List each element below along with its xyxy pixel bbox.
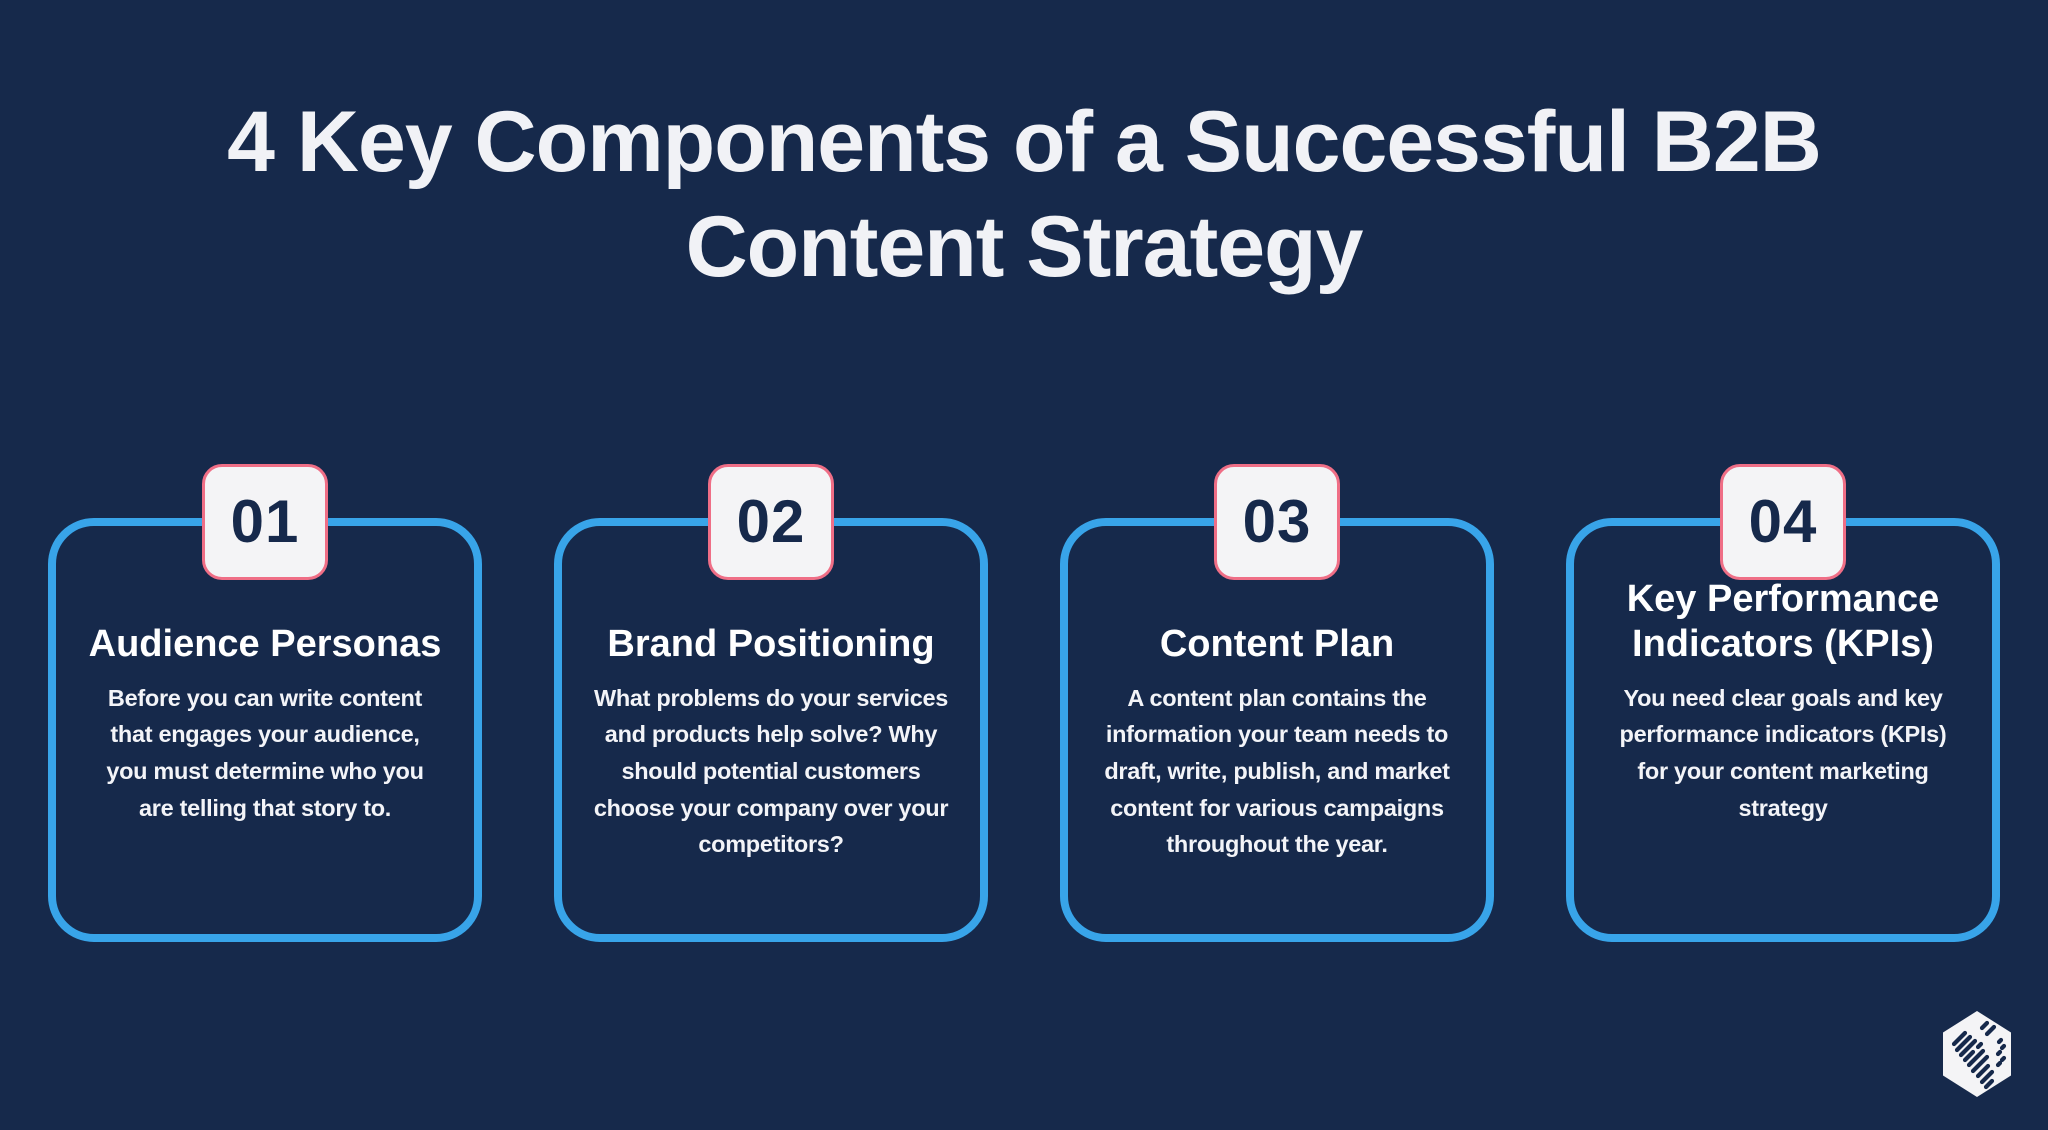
card-title: Audience Personas (88, 622, 442, 665)
card-title: Content Plan (1159, 622, 1395, 665)
number-badge: 04 (1720, 463, 1846, 580)
card-content-plan: 03 Content Plan A content plan contains … (1060, 463, 1494, 942)
badge-number: 04 (1748, 488, 1818, 556)
card-audience-personas: 01 Audience Personas Before you can writ… (48, 463, 482, 942)
badge-number: 02 (736, 488, 806, 556)
card-title: Brand Positioning (607, 622, 935, 665)
card-title-area: Brand Positioning (562, 526, 980, 666)
card-description: You need clear goals and key performance… (1619, 684, 1947, 821)
card-title-area: Content Plan (1068, 526, 1486, 666)
card-key-performance-indicators: 04 Key Performance Indicators (KPIs) You… (1566, 463, 2000, 942)
page-title: 4 Key Components of a Successful B2B Con… (227, 93, 1822, 295)
card-description: A content plan contains the information … (1104, 684, 1450, 858)
number-badge: 02 (708, 463, 834, 580)
card-description: What problems do your services and produ… (593, 684, 949, 858)
hexagon-logo-icon (1940, 1010, 2014, 1100)
card-title: Key Performance Indicators (KPIs) (1626, 578, 1940, 665)
number-badge: 03 (1214, 463, 1340, 580)
card-description: Before you can write content that engage… (106, 684, 424, 821)
badge-number: 03 (1242, 488, 1312, 556)
card-brand-positioning: 02 Brand Positioning What problems do yo… (554, 463, 988, 942)
number-badge: 01 (202, 463, 328, 580)
card-title-area: Audience Personas (56, 526, 474, 666)
badge-number: 01 (230, 488, 300, 556)
cards-row: 01 Audience Personas Before you can writ… (0, 463, 2048, 942)
card-title-area: Key Performance Indicators (KPIs) (1574, 526, 1992, 666)
